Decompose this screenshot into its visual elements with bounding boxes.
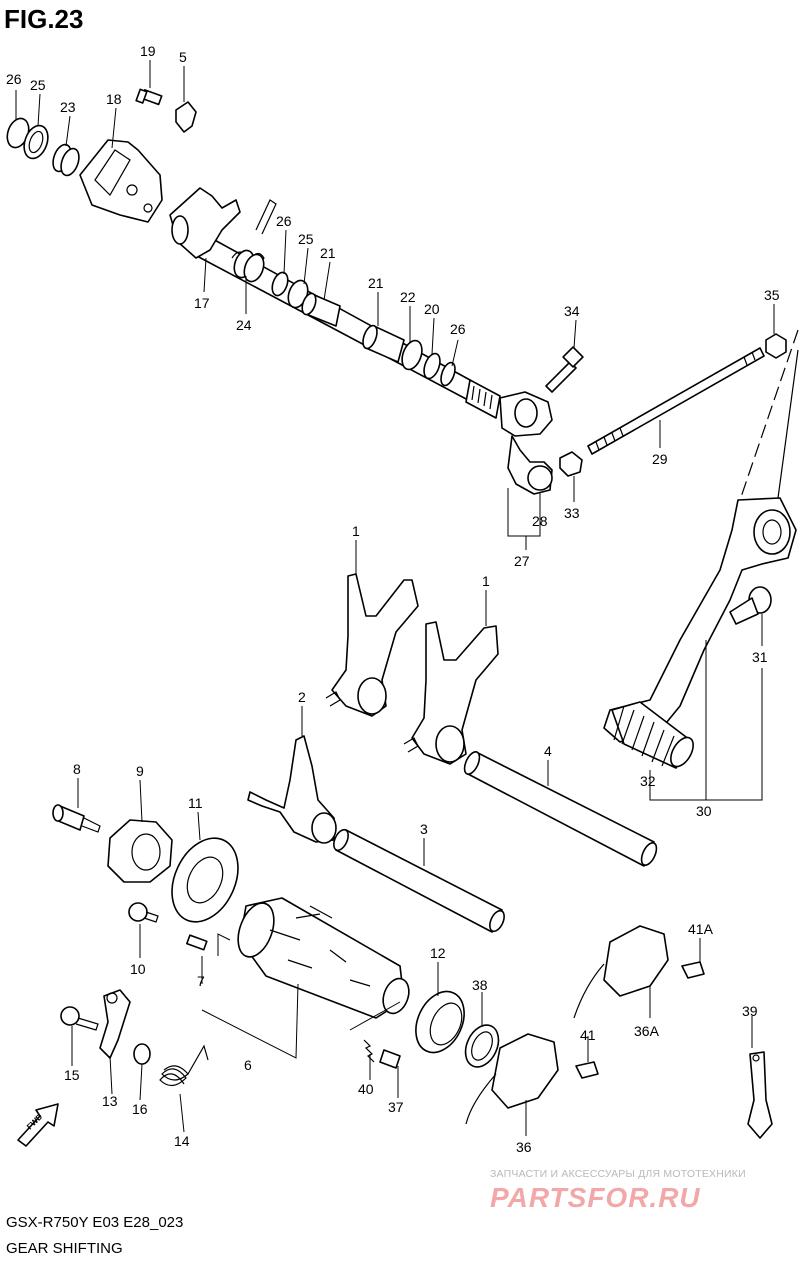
gearshift-cam-assembly xyxy=(52,804,500,1087)
callout-26: 26 xyxy=(6,71,22,87)
callout-25: 25 xyxy=(298,231,314,247)
callout-27: 27 xyxy=(514,553,530,569)
callout-7: 7 xyxy=(197,973,205,989)
callout-5: 5 xyxy=(179,49,187,65)
callout-1: 1 xyxy=(352,523,360,539)
gear-position-sensor xyxy=(465,925,773,1139)
callout-29: 29 xyxy=(652,451,668,467)
shift-shaft-assembly xyxy=(6,88,787,495)
callout-21: 21 xyxy=(320,245,336,261)
callout-6: 6 xyxy=(244,1057,252,1073)
callout-34: 34 xyxy=(564,303,580,319)
callout-40: 40 xyxy=(358,1081,374,1097)
leader-lines xyxy=(15,60,775,1136)
callout-20: 20 xyxy=(424,301,440,317)
fork-shafts xyxy=(333,751,658,933)
callout-26: 26 xyxy=(276,213,292,229)
callout-38: 38 xyxy=(472,977,488,993)
callout-12: 12 xyxy=(430,945,446,961)
shift-forks xyxy=(247,573,499,844)
callout-4: 4 xyxy=(544,743,552,759)
callout-24: 24 xyxy=(236,317,252,333)
callout-21: 21 xyxy=(368,275,384,291)
figure-title: FIG.23 xyxy=(4,4,84,34)
callout-17: 17 xyxy=(194,295,210,311)
watermark-brand-logo: PARTSFOR.RU xyxy=(490,1182,701,1213)
callout-26: 26 xyxy=(450,321,466,337)
callout-14: 14 xyxy=(174,1133,190,1149)
callout-36A: 36A xyxy=(634,1023,660,1039)
callout-28: 28 xyxy=(532,513,548,529)
callout-32: 32 xyxy=(640,773,656,789)
callout-11: 11 xyxy=(188,795,203,811)
watermark-tagline: ЗАПЧАСТИ И АКСЕССУАРЫ ДЛЯ МОТОТЕХНИКИ xyxy=(490,1168,746,1180)
callout-23: 23 xyxy=(60,99,76,115)
callout-41A: 41A xyxy=(688,921,714,937)
callout-22: 22 xyxy=(400,289,416,305)
section-name: GEAR SHIFTING xyxy=(6,1240,123,1257)
callout-3: 3 xyxy=(420,821,428,837)
callout-25: 25 xyxy=(30,77,46,93)
callout-labels: 26 25 23 18 19 5 17 24 26 25 21 21 22 20… xyxy=(6,43,780,1155)
callout-1: 1 xyxy=(482,573,490,589)
callout-9: 9 xyxy=(136,763,144,779)
callout-35: 35 xyxy=(764,287,780,303)
callout-15: 15 xyxy=(64,1067,80,1083)
fwd-arrow-icon: FWD xyxy=(17,1103,59,1147)
callout-16: 16 xyxy=(132,1101,148,1117)
callout-33: 33 xyxy=(564,505,580,521)
callout-10: 10 xyxy=(130,961,146,977)
gearshift-lever xyxy=(603,329,799,769)
callout-8: 8 xyxy=(73,761,81,777)
callout-19: 19 xyxy=(140,43,156,59)
model-code: GSX-R750Y E03 E28_023 xyxy=(6,1214,184,1231)
callout-2: 2 xyxy=(298,689,306,705)
callout-18: 18 xyxy=(106,91,122,107)
callout-37: 37 xyxy=(388,1099,404,1115)
callout-39: 39 xyxy=(742,1003,758,1019)
callout-30: 30 xyxy=(696,803,712,819)
callout-13: 13 xyxy=(102,1093,118,1109)
callout-36: 36 xyxy=(516,1139,532,1155)
callout-31: 31 xyxy=(752,649,768,665)
callout-41: 41 xyxy=(580,1027,596,1043)
